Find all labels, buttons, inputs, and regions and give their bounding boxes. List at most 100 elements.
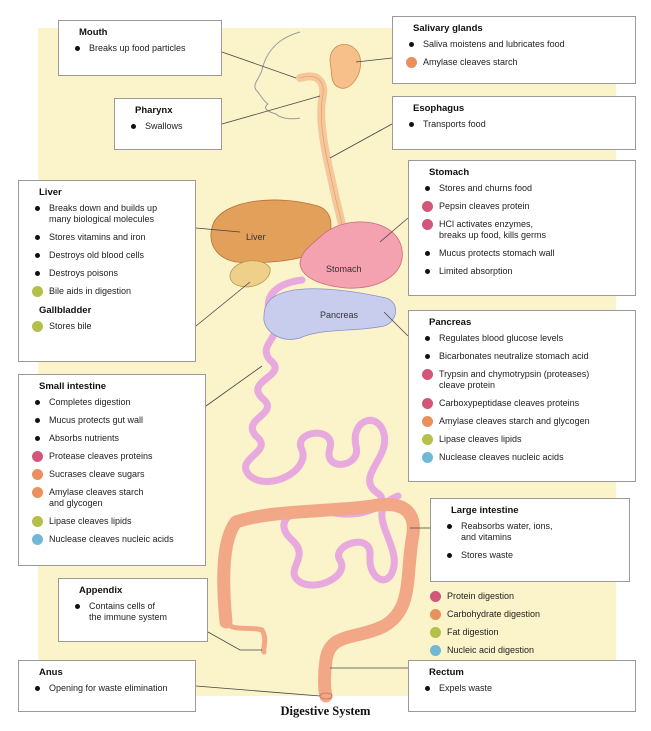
list-item-text: Regulates blood glucose levels [439, 333, 564, 343]
bullet-icon [421, 354, 433, 359]
list-item-text: Contains cells of the immune system [89, 601, 168, 622]
list-item-text: Absorbs nutrients [49, 433, 120, 443]
gallbladder-title: Gallbladder [39, 305, 92, 316]
bullet-icon [443, 553, 455, 558]
list-item: Pepsin cleaves protein [421, 201, 627, 212]
list-item-text: Amylase cleaves starch and glycogen [439, 416, 590, 426]
bullet-icon [421, 686, 433, 691]
pancreas [263, 288, 396, 340]
list-item: Opening for waste elimination [31, 683, 187, 694]
gallbladder [229, 260, 271, 288]
bullet-icon [31, 436, 43, 441]
list-item: Stores vitamins and iron [31, 232, 187, 243]
list-item: Saliva moistens and lubricates food [405, 39, 627, 50]
stomach [299, 221, 403, 289]
appendix-box: Appendix Contains cells of the immune sy… [58, 578, 208, 642]
large-intestine-box: Large intestine Reabsorbs water, ions, a… [430, 498, 630, 582]
list-item: Nucleic acid digestion [429, 645, 621, 656]
nucleic-digestion-dot-icon [421, 452, 433, 463]
fat-digestion-dot-icon [31, 516, 43, 527]
carbohydrate-digestion-dot-icon [421, 416, 433, 427]
list-item: Mucus protects stomach wall [421, 248, 627, 259]
list-item: Lipase cleaves lipids [421, 434, 627, 445]
box-title: Liver [39, 187, 62, 198]
anus-opening [319, 692, 333, 700]
list-item: Expels waste [421, 683, 627, 694]
box-title: Small intestine [39, 381, 107, 392]
list-item-text: Destroys poisons [49, 268, 119, 278]
list-item-text: Carbohydrate digestion [447, 609, 541, 619]
list-item-text: Stores bile [49, 321, 92, 331]
list-item: Amylase cleaves starch [405, 57, 627, 68]
list-item-text: Mucus protects gut wall [49, 415, 144, 425]
bullet-icon [405, 122, 417, 127]
box-title: Stomach [429, 167, 470, 178]
bullet-icon [31, 206, 43, 211]
list-item-text: Swallows [145, 121, 183, 131]
list-item-text: Trypsin and chymotrypsin (proteases) cle… [439, 369, 590, 390]
list-item-text: Lipase cleaves lipids [439, 434, 522, 444]
list-item: Absorbs nutrients [31, 433, 197, 444]
list-item-text: Nuclease cleaves nucleic acids [439, 452, 564, 462]
rectum-box: Rectum Expels waste [408, 660, 636, 712]
salivary-glands-box: Salivary glands Saliva moistens and lubr… [392, 16, 636, 84]
list-item-text: Pepsin cleaves protein [439, 201, 530, 211]
small-intestine [242, 276, 402, 589]
list-item-text: Nucleic acid digestion [447, 645, 535, 655]
list-item: Nuclease cleaves nucleic acids [421, 452, 627, 463]
list-item: Limited absorption [421, 266, 627, 277]
protein-digestion-dot-icon [421, 369, 433, 380]
list-item-text: Stores and churns food [439, 183, 533, 193]
list-item-text: Breaks down and builds up many biologica… [49, 203, 158, 224]
list-item: Breaks down and builds up many biologica… [31, 203, 187, 225]
bullet-icon [71, 46, 83, 51]
mouth-box: Mouth Breaks up food particles [58, 20, 222, 76]
list-item-text: Transports food [423, 119, 486, 129]
box-title: Salivary glands [413, 23, 483, 34]
bullet-icon [31, 686, 43, 691]
list-item: Protein digestion [429, 591, 621, 602]
box-title: Anus [39, 667, 63, 678]
list-item-text: Limited absorption [439, 266, 513, 276]
box-title: Pharynx [135, 105, 173, 116]
list-item: Bile aids in digestion [31, 286, 187, 297]
list-item: Destroys poisons [31, 268, 187, 279]
list-item-text: Amylase cleaves starch and glycogen [49, 487, 144, 508]
list-item-text: Opening for waste elimination [49, 683, 168, 693]
list-item-text: Sucrases cleave sugars [49, 469, 145, 479]
list-item-text: Completes digestion [49, 397, 131, 407]
list-item: Contains cells of the immune system [71, 601, 199, 623]
nucleic-digestion-dot-icon [429, 645, 441, 656]
box-title: Large intestine [451, 505, 519, 516]
list-item-text: Destroys old blood cells [49, 250, 145, 260]
diagram-caption: Digestive System [280, 704, 371, 718]
bullet-icon [421, 251, 433, 256]
list-item-text: Saliva moistens and lubricates food [423, 39, 565, 49]
list-item-text: Lipase cleaves lipids [49, 516, 132, 526]
list-item: Sucrases cleave sugars [31, 469, 197, 480]
pancreas-label: Pancreas [320, 310, 359, 320]
list-item: Swallows [127, 121, 213, 132]
list-item-text: Reabsorbs water, ions, and vitamins [461, 521, 553, 542]
list-item-text: Stores waste [461, 550, 514, 560]
bullet-icon [31, 271, 43, 276]
protein-digestion-dot-icon [421, 398, 433, 409]
list-item-text: Bile aids in digestion [49, 286, 132, 296]
carbohydrate-digestion-dot-icon [405, 57, 417, 68]
list-item: Breaks up food particles [71, 43, 213, 54]
list-item: Stores waste [443, 550, 621, 561]
nucleic-digestion-dot-icon [31, 534, 43, 545]
list-item: Nuclease cleaves nucleic acids [31, 534, 197, 545]
bullet-icon [421, 269, 433, 274]
bullet-icon [31, 235, 43, 240]
list-item: Lipase cleaves lipids [31, 516, 197, 527]
box-title: Pancreas [429, 317, 472, 328]
bullet-icon [31, 418, 43, 423]
list-item-text: Carboxypeptidase cleaves proteins [439, 398, 580, 408]
list-item: Carbohydrate digestion [429, 609, 621, 620]
list-item-text: Stores vitamins and iron [49, 232, 146, 242]
list-item: Bicarbonates neutralize stomach acid [421, 351, 627, 362]
box-title: Appendix [79, 585, 123, 596]
